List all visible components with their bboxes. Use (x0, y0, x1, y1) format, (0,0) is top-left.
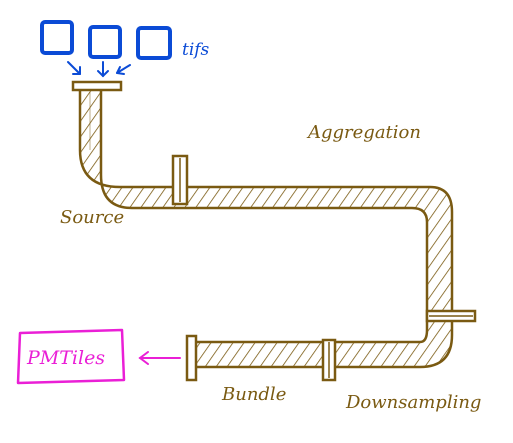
pmtiles-output: PMTiles (16, 328, 126, 385)
aggregation-label: Aggregation (306, 122, 421, 143)
pipe-flange-icon (321, 338, 337, 382)
pipe-flange-icon (185, 334, 198, 382)
tif-file-icon (88, 25, 122, 59)
downsampling-label: Downsampling (345, 392, 481, 413)
pipe-flange-icon (71, 80, 123, 92)
arrow-icon (97, 61, 109, 78)
tifs-label: tifs (182, 40, 210, 60)
pipe-flange-icon (171, 154, 189, 206)
arrow-icon (116, 64, 131, 75)
arrow-icon (67, 61, 81, 75)
pipe-flange-icon (425, 309, 477, 323)
tif-file-icon (136, 26, 172, 60)
input-files: tifs (40, 20, 210, 78)
tif-file-icon (40, 20, 74, 55)
source-label: Source (60, 207, 124, 228)
bundle-label: Bundle (221, 384, 286, 405)
pmtiles-label: PMTiles (26, 347, 105, 369)
arrow-icon (138, 351, 181, 365)
